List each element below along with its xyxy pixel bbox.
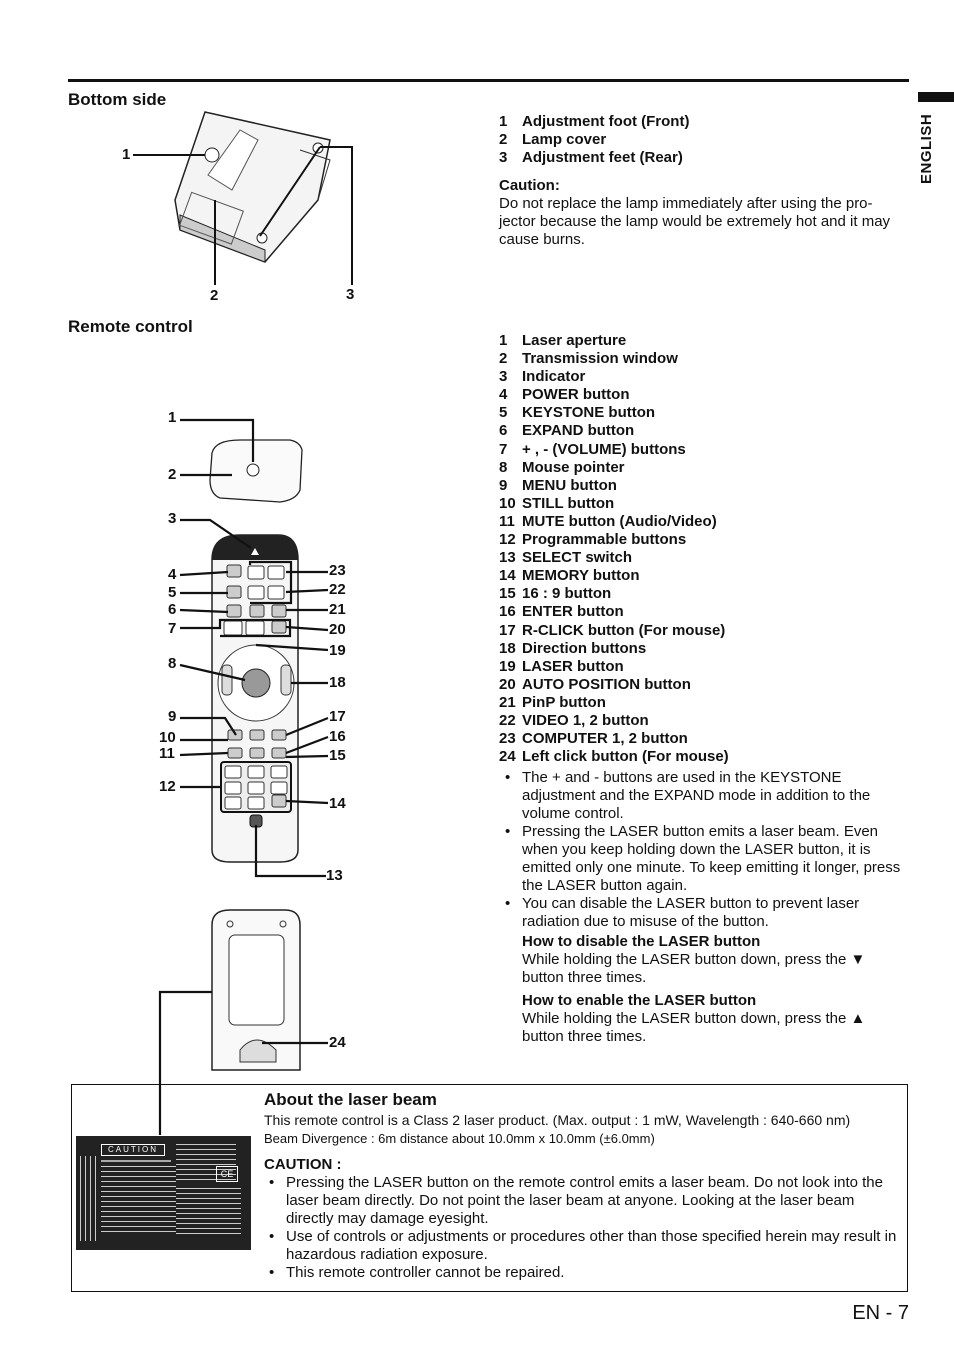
list-item: The + and - buttons are used in the KEYS… xyxy=(500,769,905,823)
callout-bottom-1: 1 xyxy=(122,146,131,163)
ce-mark-icon: CE xyxy=(216,1166,238,1182)
callout-remote-23: 23 xyxy=(329,562,346,579)
laser-caution-list: Pressing the LASER button on the remote … xyxy=(264,1174,906,1282)
label-title: CAUTION xyxy=(101,1144,165,1156)
laser-line-1: This remote control is a Class 2 laser p… xyxy=(264,1112,851,1128)
list-item: This remote controller cannot be repaire… xyxy=(264,1264,906,1282)
laser-line-2: Beam Divergence : 6m distance about 10.0… xyxy=(264,1131,655,1146)
callout-remote-4: 4 xyxy=(168,566,177,583)
remote-control-heading: Remote control xyxy=(68,317,193,336)
top-rule xyxy=(68,79,909,82)
bottom-side-heading: Bottom side xyxy=(68,90,167,109)
laser-caution-label: CAUTION CE xyxy=(76,1136,251,1250)
bottom-caution-text: Do not replace the lamp immediately afte… xyxy=(499,195,891,248)
callout-remote-15: 15 xyxy=(329,747,346,764)
callout-remote-16: 16 xyxy=(329,728,346,745)
callout-remote-7: 7 xyxy=(168,620,177,637)
bottom-caution-heading: Caution: xyxy=(499,177,560,194)
list-item: Pressing the LASER button on the remote … xyxy=(264,1174,906,1228)
callout-remote-8: 8 xyxy=(168,655,177,672)
disable-laser-section: How to disable the LASER button While ho… xyxy=(522,933,902,987)
label-fine-print xyxy=(176,1188,241,1238)
callout-remote-20: 20 xyxy=(329,621,346,638)
laser-caution-heading: CAUTION : xyxy=(264,1156,342,1173)
remote-front-illustration xyxy=(211,534,299,863)
callout-remote-13: 13 xyxy=(326,867,343,884)
callout-remote-11: 11 xyxy=(159,745,175,762)
projector-illustration xyxy=(174,111,331,263)
callout-remote-17: 17 xyxy=(329,708,346,725)
callout-bottom-2: 2 xyxy=(210,287,219,304)
callout-remote-3: 3 xyxy=(168,510,177,527)
callout-remote-18: 18 xyxy=(329,674,346,691)
callout-remote-22: 22 xyxy=(329,581,346,598)
callout-remote-1: 1 xyxy=(168,409,177,426)
laser-info-box xyxy=(71,1084,908,1292)
page-number: EN - 7 xyxy=(852,1302,909,1324)
callout-remote-9: 9 xyxy=(168,708,177,725)
list-item: Use of controls or adjustments or proced… xyxy=(264,1228,906,1264)
disable-laser-text: While holding the LASER button down, pre… xyxy=(522,951,866,986)
list-item: Pressing the LASER button emits a laser … xyxy=(500,823,905,895)
label-fine-print xyxy=(101,1166,176,1236)
list-item: 7+ , - (VOLUME) buttons xyxy=(499,440,686,458)
callout-remote-2: 2 xyxy=(168,466,177,483)
disable-laser-heading: How to disable the LASER button xyxy=(522,933,761,950)
remote-notes-list: The + and - buttons are used in the KEYS… xyxy=(500,769,905,931)
label-fine-print xyxy=(80,1156,96,1241)
callout-remote-6: 6 xyxy=(168,601,177,618)
enable-laser-text: While holding the LASER button down, pre… xyxy=(522,1010,866,1045)
callout-remote-5: 5 xyxy=(168,584,177,601)
remote-tip-illustration xyxy=(209,439,303,503)
enable-laser-section: How to enable the LASER button While hol… xyxy=(522,992,902,1046)
callout-remote-21: 21 xyxy=(329,601,346,618)
laser-heading: About the laser beam xyxy=(264,1090,437,1109)
callout-remote-10: 10 xyxy=(159,729,176,746)
language-tab-marker xyxy=(918,92,954,102)
list-item: You can disable the LASER button to prev… xyxy=(500,895,905,931)
callout-bottom-3: 3 xyxy=(346,286,355,303)
remote-back-illustration xyxy=(211,909,301,1071)
callout-remote-24: 24 xyxy=(329,1034,346,1051)
callout-remote-14: 14 xyxy=(329,795,346,812)
label-fine-print xyxy=(176,1144,236,1182)
callout-remote-19: 19 xyxy=(329,642,346,659)
label-text-block xyxy=(101,1160,171,1162)
enable-laser-heading: How to enable the LASER button xyxy=(522,992,757,1009)
callout-remote-12: 12 xyxy=(159,778,176,795)
